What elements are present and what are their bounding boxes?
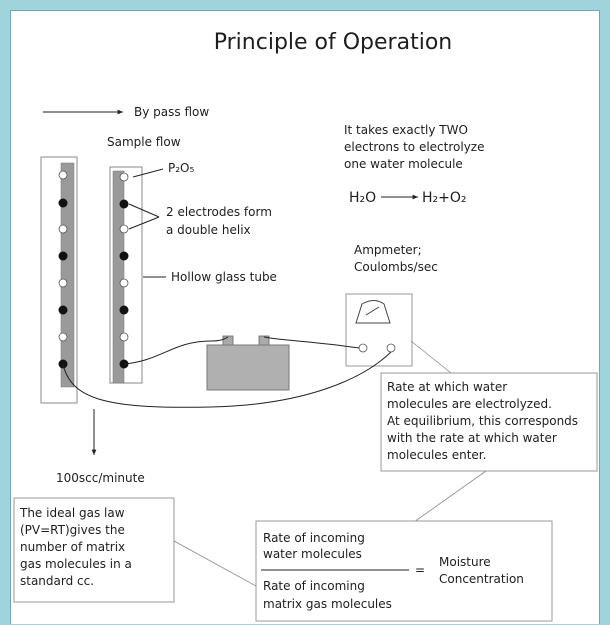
- electrons-note-line3: one water molecule: [344, 157, 463, 171]
- formula-denominator-line2: matrix gas molecules: [263, 597, 392, 611]
- ampmeter-needle: [365, 306, 380, 316]
- formula-numerator-line2: water molecules: [263, 547, 362, 561]
- electrode-dot: [58, 305, 68, 315]
- wire: [62, 351, 392, 408]
- equation-right: H₂+O₂: [422, 190, 467, 206]
- flow-rate-label: 100scc/minute: [56, 471, 145, 485]
- electrode-dot: [119, 278, 129, 288]
- electrode-dot: [119, 332, 129, 342]
- formula-result-line1: Moisture: [439, 555, 491, 569]
- electrode-dot: [58, 198, 68, 208]
- electrodes-label-line1: 2 electrodes form: [166, 205, 272, 219]
- formula-denominator-line1: Rate of incoming: [263, 579, 365, 593]
- rate-box-line4: with the rate at which water: [387, 431, 557, 445]
- electrode-dot: [119, 172, 129, 182]
- ampmeter-label-line1: Ampmeter;: [354, 243, 422, 257]
- gas-law-line5: standard cc.: [20, 574, 94, 588]
- rate-box: [380, 372, 598, 472]
- electrodes-leader: [128, 216, 160, 230]
- battery: [206, 344, 290, 391]
- electrode-dot: [58, 278, 68, 288]
- gas-law-line2: (PV=RT)gives the: [20, 523, 125, 537]
- electrons-note-line2: electrons to electrolyze: [344, 140, 484, 154]
- diagram-panel: Principle of Operation By pass flow Samp…: [10, 10, 600, 624]
- equation-left: H₂O: [349, 190, 376, 206]
- gas-law-line4: gas molecules in a: [20, 557, 132, 571]
- electrons-note-line1: It takes exactly TWO: [344, 123, 468, 137]
- ampmeter-terminal: [358, 343, 368, 353]
- sample-tube-core: [112, 170, 125, 384]
- electrode-dot: [119, 199, 129, 209]
- equals-sign: =: [415, 563, 425, 577]
- ampmeter-terminal: [386, 343, 396, 353]
- rate-box-leader: [410, 340, 452, 374]
- p2o5-leader: [132, 168, 164, 178]
- rate-box-line5: molecules enter.: [387, 448, 486, 462]
- wire: [123, 336, 229, 365]
- rate-box-line2: molecules are electrolyzed.: [387, 397, 552, 411]
- electrode-dot: [58, 170, 68, 180]
- rate-box-line1: Rate at which water: [387, 380, 507, 394]
- electrode-dot: [119, 305, 129, 315]
- rate-box-line3: At equilibrium, this corresponds: [387, 414, 578, 428]
- formula-result-line2: Concentration: [439, 572, 524, 586]
- electrode-dot: [58, 224, 68, 234]
- gas-law-line3: number of matrix: [20, 540, 125, 554]
- gas-law-leader: [173, 540, 257, 587]
- bypass-tube-core: [60, 162, 75, 388]
- electrodes-label-line2: a double helix: [166, 223, 251, 237]
- ampmeter-gauge-icon: [355, 300, 391, 324]
- electrode-dot: [119, 224, 129, 234]
- electrode-dot: [119, 251, 129, 261]
- wire: [263, 336, 360, 349]
- diagram-canvas: Principle of Operation By pass flow Samp…: [13, 30, 598, 622]
- bypass-label: By pass flow: [134, 105, 209, 119]
- hollow-tube-label: Hollow glass tube: [171, 270, 277, 284]
- formula-numerator-line1: Rate of incoming: [263, 531, 365, 545]
- p2o5-label: P₂O₅: [168, 161, 194, 175]
- formula-box: [255, 520, 553, 622]
- electrode-dot: [58, 251, 68, 261]
- electrode-dot: [58, 332, 68, 342]
- electrodes-leader: [128, 203, 160, 218]
- sample-flow-label: Sample flow: [107, 135, 181, 149]
- gas-law-line1: The ideal gas law: [19, 506, 125, 520]
- ampmeter-label-line2: Coulombs/sec: [354, 260, 438, 274]
- gas-law-box: [13, 497, 175, 603]
- page-title: Principle of Operation: [214, 30, 452, 55]
